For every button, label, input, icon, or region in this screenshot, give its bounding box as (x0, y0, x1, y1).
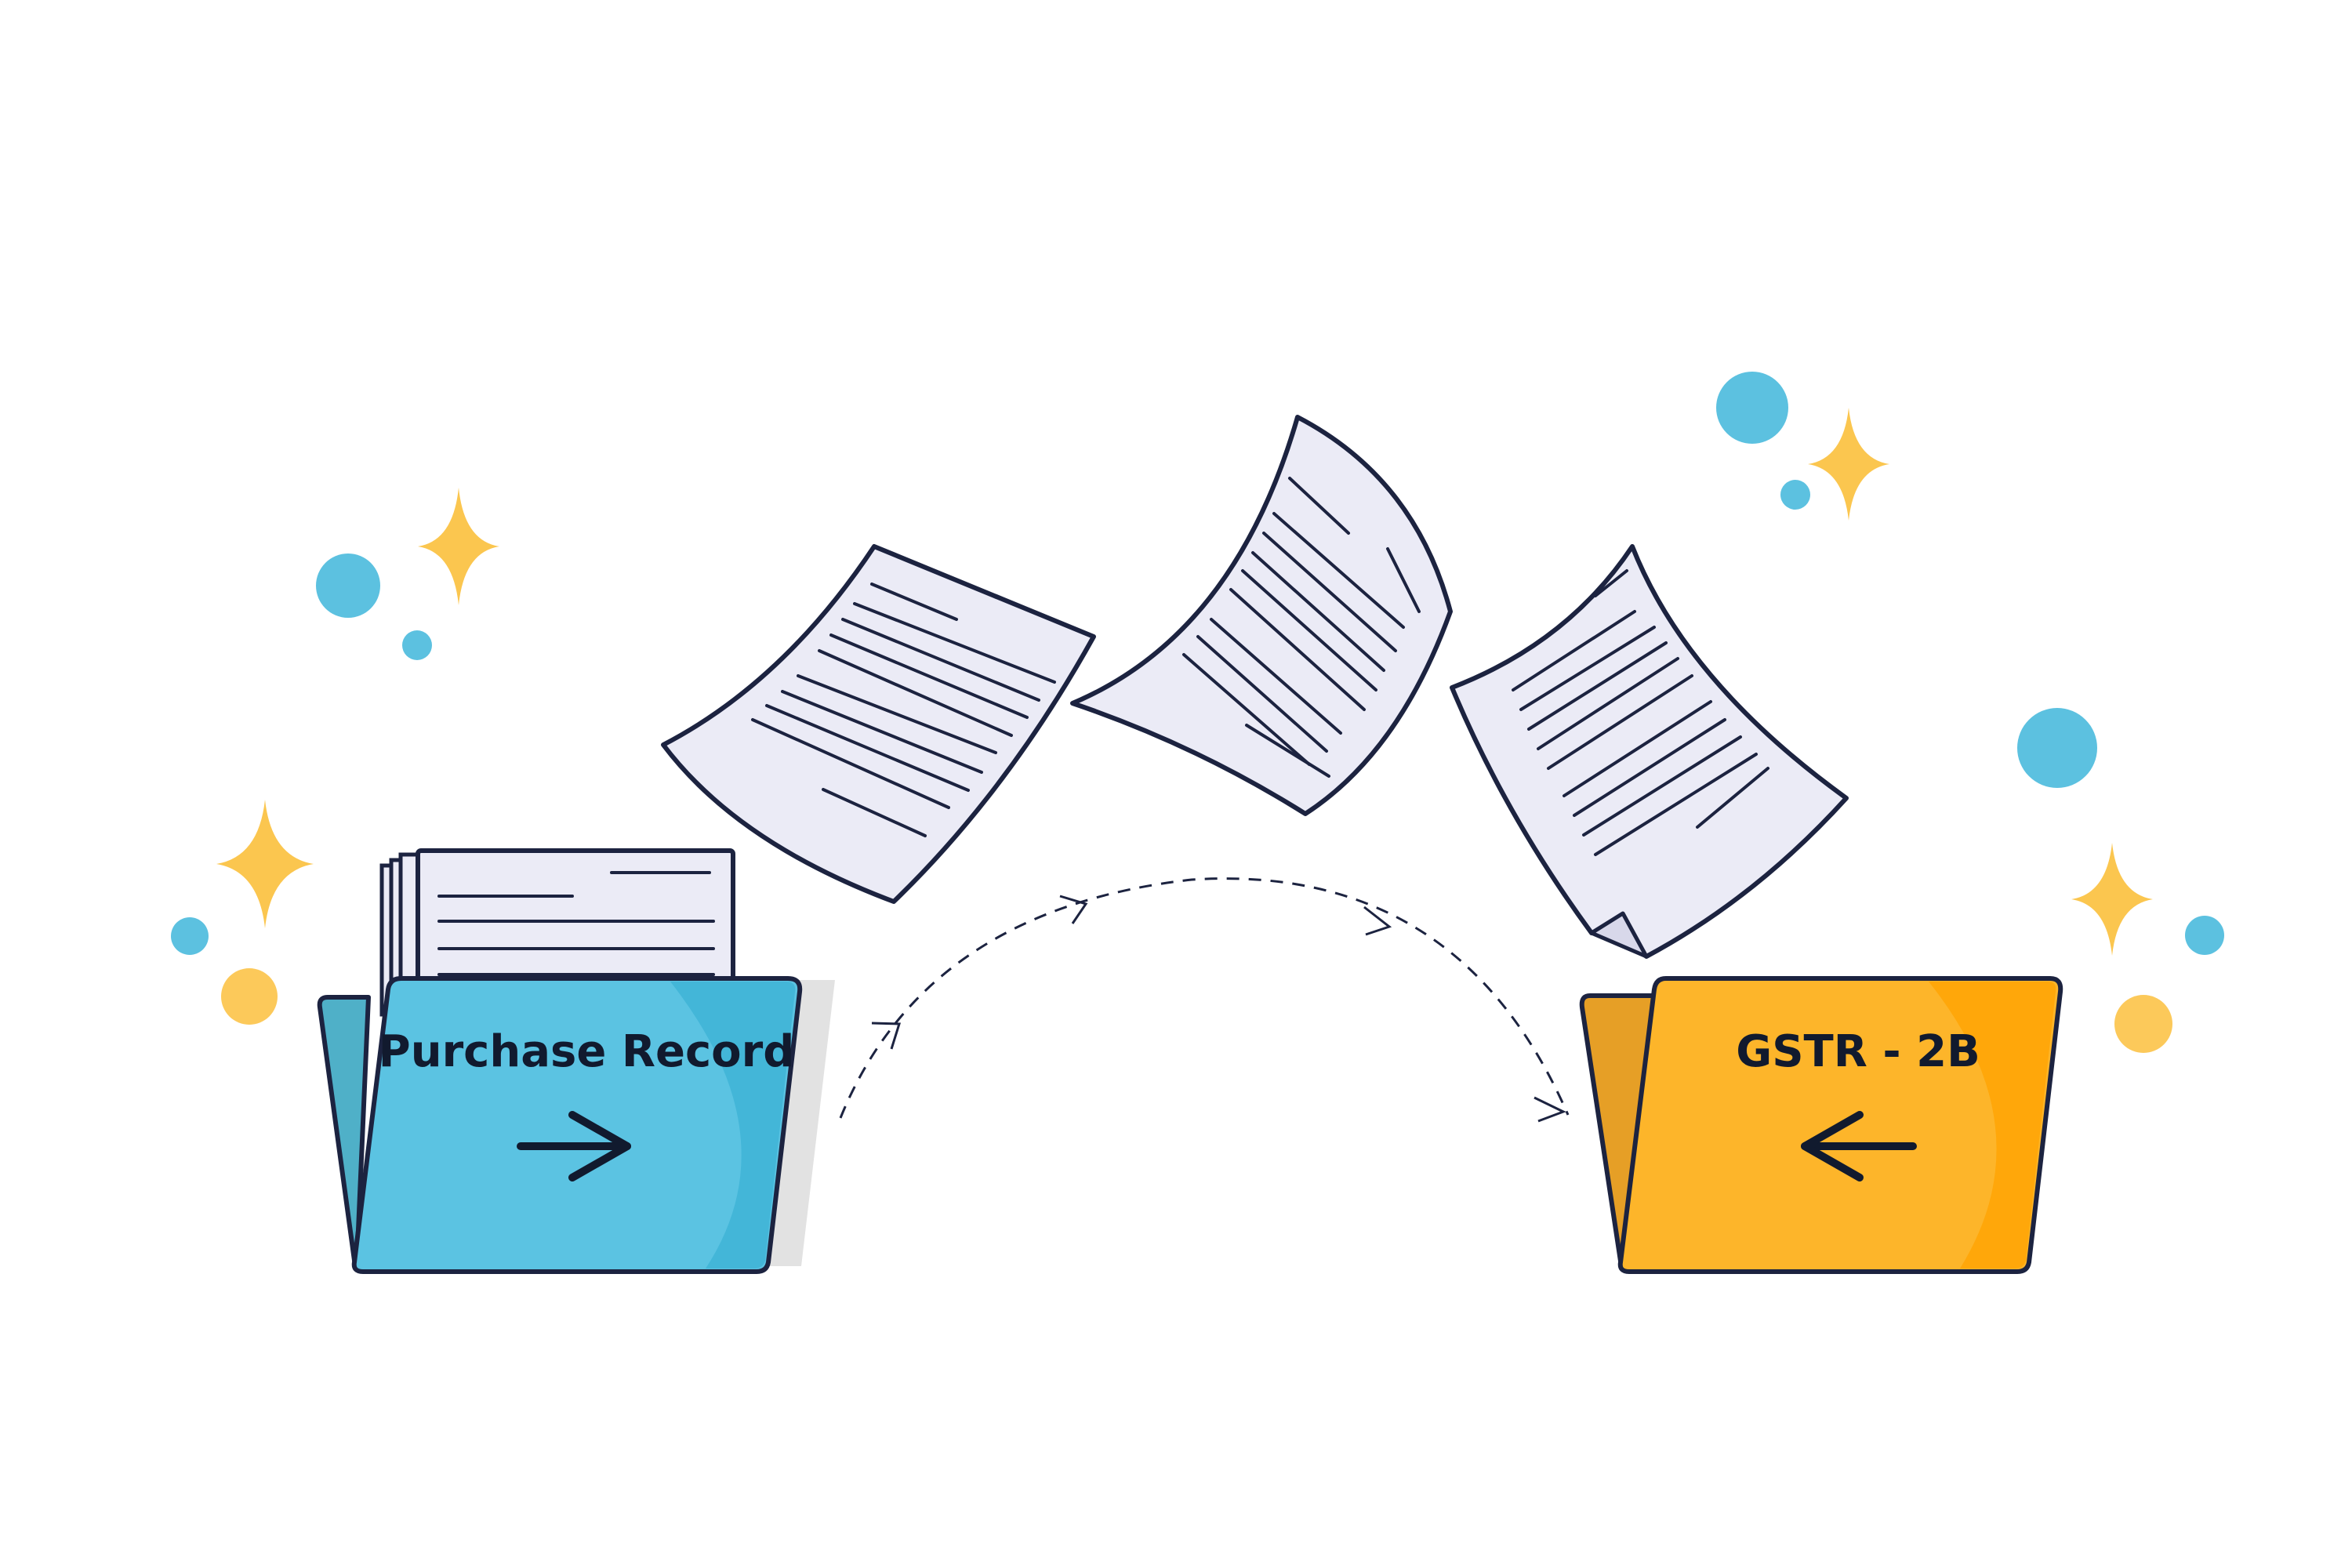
dot-icon (2114, 995, 2172, 1053)
target-folder[interactable]: GSTR - 2B (1579, 976, 2063, 1274)
folder-label: Purchase Record (379, 1026, 795, 1077)
flying-document-2 (1070, 415, 1453, 816)
dot-icon (1780, 480, 1810, 510)
decorations-left (171, 488, 499, 1025)
sparkle-icon (418, 488, 499, 605)
sparkle-icon (216, 800, 314, 928)
flying-document-1 (661, 544, 1096, 904)
folder-label: GSTR - 2B (1736, 1026, 1980, 1077)
sparkle-icon (1808, 408, 1889, 521)
decorations-right (1716, 372, 2224, 1053)
page-curl (1589, 911, 1649, 959)
folder-front-shade (670, 982, 796, 1269)
dot-icon (2017, 708, 2097, 788)
document-text-lines (751, 583, 1056, 837)
arrow-right-icon (517, 1111, 631, 1181)
document-icon (661, 544, 1096, 904)
arrow-head-icon (1059, 895, 1088, 924)
flying-document-3 (1450, 544, 1849, 959)
dot-icon (171, 917, 209, 955)
source-folder[interactable]: Purchase Record (317, 848, 835, 1274)
dashed-arc (839, 877, 1570, 1119)
arrow-head-icon (1534, 1096, 1566, 1123)
flow-connector (839, 877, 1570, 1123)
dot-icon (316, 554, 380, 618)
document-text-lines (1182, 477, 1421, 778)
arrow-head-icon (1363, 906, 1392, 936)
folder-front-shade (1929, 982, 2056, 1269)
arrow-left-icon (1801, 1111, 1917, 1181)
dot-icon (402, 630, 432, 660)
sparkle-icon (2071, 843, 2153, 956)
dot-icon (2185, 916, 2224, 955)
folder-front (351, 976, 803, 1274)
document-text-lines (1512, 569, 1769, 856)
dot-icon (1716, 372, 1788, 444)
dot-icon (221, 968, 278, 1025)
document-text-lines (437, 871, 715, 976)
arrow-head-icon (871, 1022, 902, 1050)
